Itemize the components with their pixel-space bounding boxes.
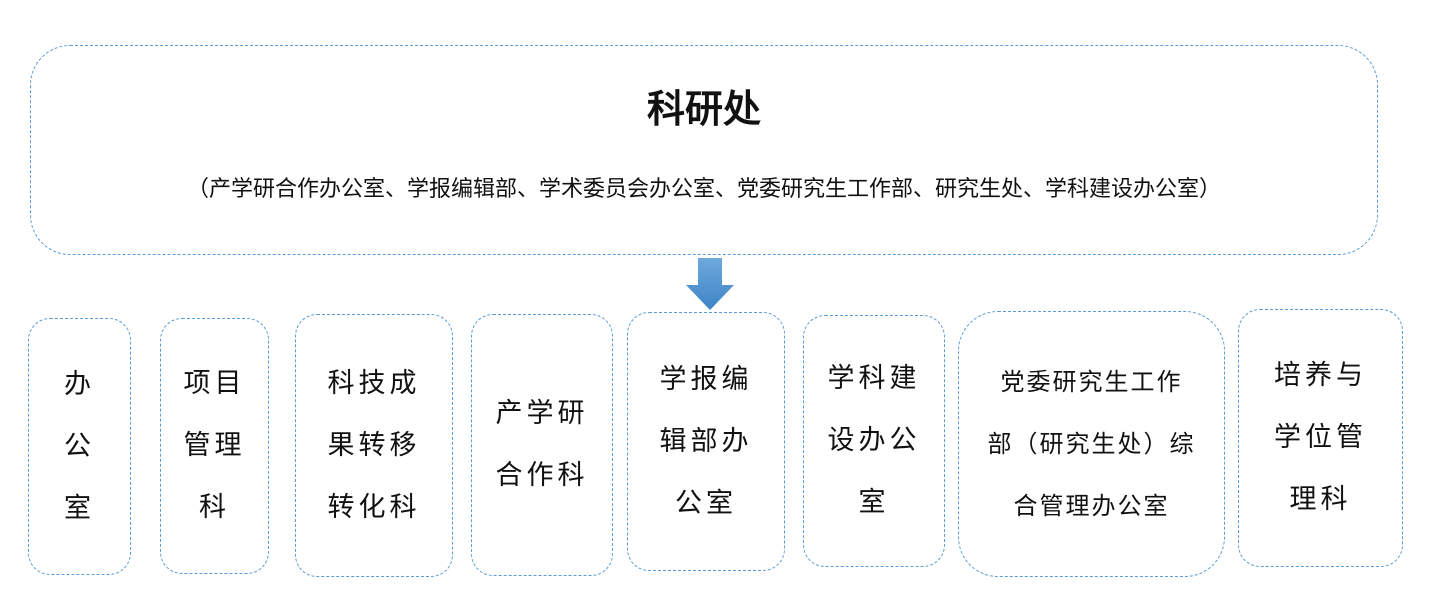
child-node-journal-editorial: 学报编 辑部办 公室 xyxy=(627,312,785,571)
node-text-line: 产学研 xyxy=(495,398,589,429)
child-node-degree-management: 培养与 学位管 理科 xyxy=(1238,309,1403,567)
node-text-line: 果转移 xyxy=(327,429,421,461)
node-text-line: 培养与 xyxy=(1274,360,1367,391)
node-text-line: 部（研究生处）综 xyxy=(987,430,1196,458)
root-node-research-office: 科研处 （产学研合作办公室、学报编辑部、学术委员会办公室、党委研究生工作部、研究… xyxy=(30,45,1378,255)
node-text-line: 公 xyxy=(64,430,95,462)
node-text-line: 室 xyxy=(64,492,95,524)
child-node-office: 办 公 室 xyxy=(28,318,131,575)
child-node-graduate-affairs: 党委研究生工作 部（研究生处）综 合管理办公室 xyxy=(958,311,1225,577)
node-text-line: 学位管 xyxy=(1274,422,1367,453)
node-text-line: 室 xyxy=(858,487,890,518)
node-text-line: 合作科 xyxy=(495,460,589,491)
node-text-line: 公室 xyxy=(675,487,737,519)
root-subtitle: （产学研合作办公室、学报编辑部、学术委员会办公室、党委研究生工作部、研究生处、学… xyxy=(186,176,1221,202)
node-text-line: 办 xyxy=(64,368,95,400)
down-arrow-icon xyxy=(686,258,734,310)
node-text-line: 科技成 xyxy=(327,367,421,399)
node-text-line: 学报编 xyxy=(659,363,753,395)
node-text-line: 理科 xyxy=(1289,484,1352,515)
child-node-project-management: 项目 管理 科 xyxy=(160,318,269,574)
child-node-discipline-construction: 学科建 设办公 室 xyxy=(803,315,945,567)
node-text-line: 设办公 xyxy=(827,425,921,456)
child-node-tech-transfer: 科技成 果转移 转化科 xyxy=(295,314,453,577)
node-text-line: 辑部办 xyxy=(659,425,753,457)
node-text-line: 党委研究生工作 xyxy=(1000,368,1183,396)
root-title: 科研处 xyxy=(646,85,761,131)
node-text-line: 科 xyxy=(199,492,230,523)
node-text-line: 合管理办公室 xyxy=(1013,492,1170,520)
child-node-industry-cooperation: 产学研 合作科 xyxy=(471,314,613,576)
node-text-line: 转化科 xyxy=(327,491,421,523)
node-text-line: 学科建 xyxy=(827,363,921,394)
node-text-line: 管理 xyxy=(183,430,246,461)
node-text-line: 项目 xyxy=(183,368,246,399)
